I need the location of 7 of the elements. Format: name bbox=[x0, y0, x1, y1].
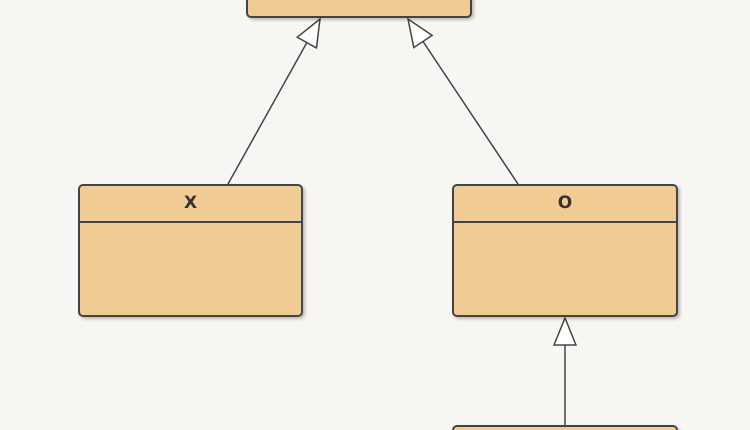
class-name: X bbox=[184, 192, 198, 215]
inheritance-arrow bbox=[407, 18, 519, 184]
inheritance-arrow bbox=[227, 18, 321, 184]
class-name: O bbox=[558, 192, 572, 215]
class-box bbox=[78, 184, 303, 317]
inheritance-arrow bbox=[553, 317, 577, 425]
class-box bbox=[452, 184, 678, 317]
